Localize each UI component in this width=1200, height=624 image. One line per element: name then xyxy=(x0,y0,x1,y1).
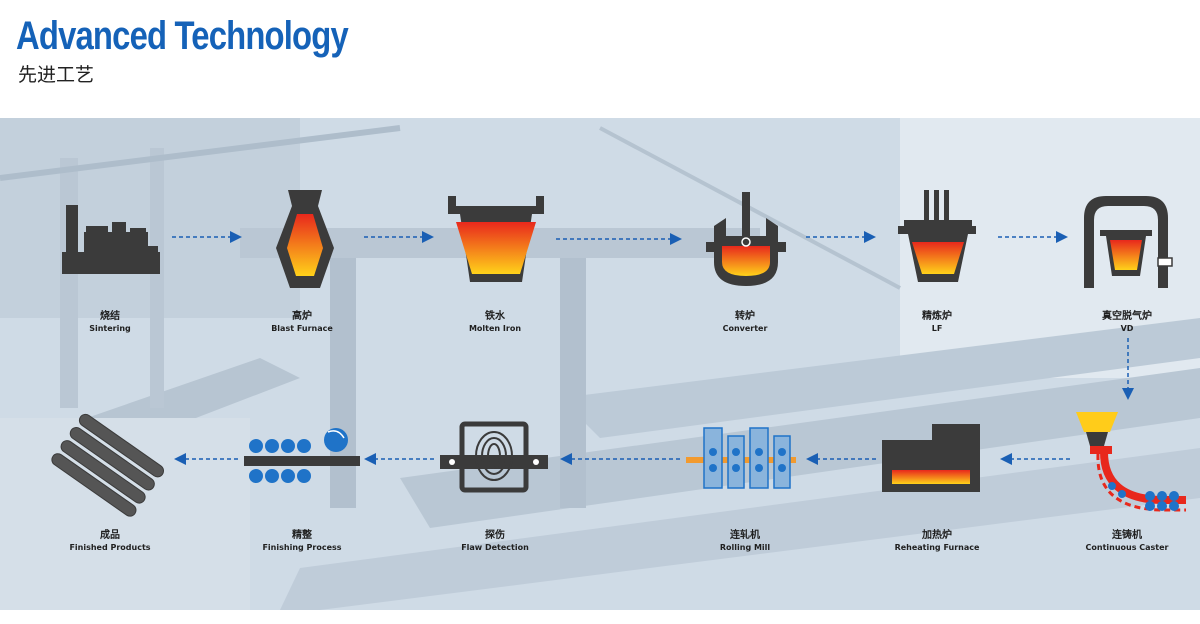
step-vd: 真空脱气炉 VD xyxy=(1052,310,1200,334)
step-flaw-detection: 探伤 Flaw Detection xyxy=(420,529,570,553)
step-label-cn: 真空脱气炉 xyxy=(1102,311,1152,322)
finished-products-icon xyxy=(51,413,165,517)
step-lf: 精炼炉 LF xyxy=(862,310,1012,334)
step-finished-products: 成品 Finished Products xyxy=(35,529,185,553)
continuous-caster-icon xyxy=(1076,412,1186,512)
step-label-en: Finished Products xyxy=(69,543,151,552)
converter-icon xyxy=(706,192,786,286)
step-label-en: VD xyxy=(1120,324,1134,333)
flaw-detection-icon xyxy=(440,421,548,493)
step-label-cn: 成品 xyxy=(100,530,120,541)
step-blast-furnace: 高炉 Blast Furnace xyxy=(227,310,377,334)
step-continuous-caster: 连铸机 Continuous Caster xyxy=(1052,529,1200,553)
step-label-cn: 高炉 xyxy=(292,311,312,322)
ladle-furnace-icon xyxy=(898,190,976,282)
step-label-cn: 铁水 xyxy=(485,311,505,322)
step-rolling-mill: 连轧机 Rolling Mill xyxy=(670,529,820,553)
step-label-cn: 转炉 xyxy=(735,311,755,322)
blast-furnace-icon xyxy=(276,190,334,288)
step-converter: 转炉 Converter xyxy=(670,310,820,334)
vacuum-degasser-icon xyxy=(1084,196,1173,288)
flow-arrows xyxy=(172,231,1134,465)
step-label-cn: 探伤 xyxy=(485,530,505,541)
reheating-furnace-icon xyxy=(882,424,980,492)
page-subtitle: 先进工艺 xyxy=(18,64,95,86)
rolling-mill-icon xyxy=(686,427,796,489)
step-molten-iron: 铁水 Molten Iron xyxy=(420,310,570,334)
finishing-process-icon xyxy=(244,428,360,483)
step-label-en: Rolling Mill xyxy=(719,543,771,552)
page-title: Advanced Technology xyxy=(16,14,349,58)
step-label-en: Flaw Detection xyxy=(461,543,529,552)
step-label-en: Converter xyxy=(722,324,768,333)
step-label-cn: 烧结 xyxy=(100,311,120,322)
step-label-cn: 精整 xyxy=(292,530,312,541)
step-finishing-process: 精整 Finishing Process xyxy=(227,529,377,553)
step-label-en: Continuous Caster xyxy=(1085,543,1169,552)
step-label-cn: 连轧机 xyxy=(730,530,760,541)
step-sintering: 烧结 Sintering xyxy=(35,310,185,334)
molten-iron-icon xyxy=(448,196,544,282)
step-label-en: Finishing Process xyxy=(262,543,342,552)
step-label-cn: 连铸机 xyxy=(1112,530,1142,541)
step-reheating-furnace: 加热炉 Reheating Furnace xyxy=(862,529,1012,553)
step-label-en: Reheating Furnace xyxy=(894,543,980,552)
step-label-en: Sintering xyxy=(89,324,131,333)
sintering-icon xyxy=(62,205,160,274)
step-label-en: LF xyxy=(931,324,943,333)
step-label-en: Molten Iron xyxy=(468,324,522,333)
step-label-en: Blast Furnace xyxy=(271,324,333,333)
step-label-cn: 精炼炉 xyxy=(922,311,952,322)
step-label-cn: 加热炉 xyxy=(922,530,952,541)
